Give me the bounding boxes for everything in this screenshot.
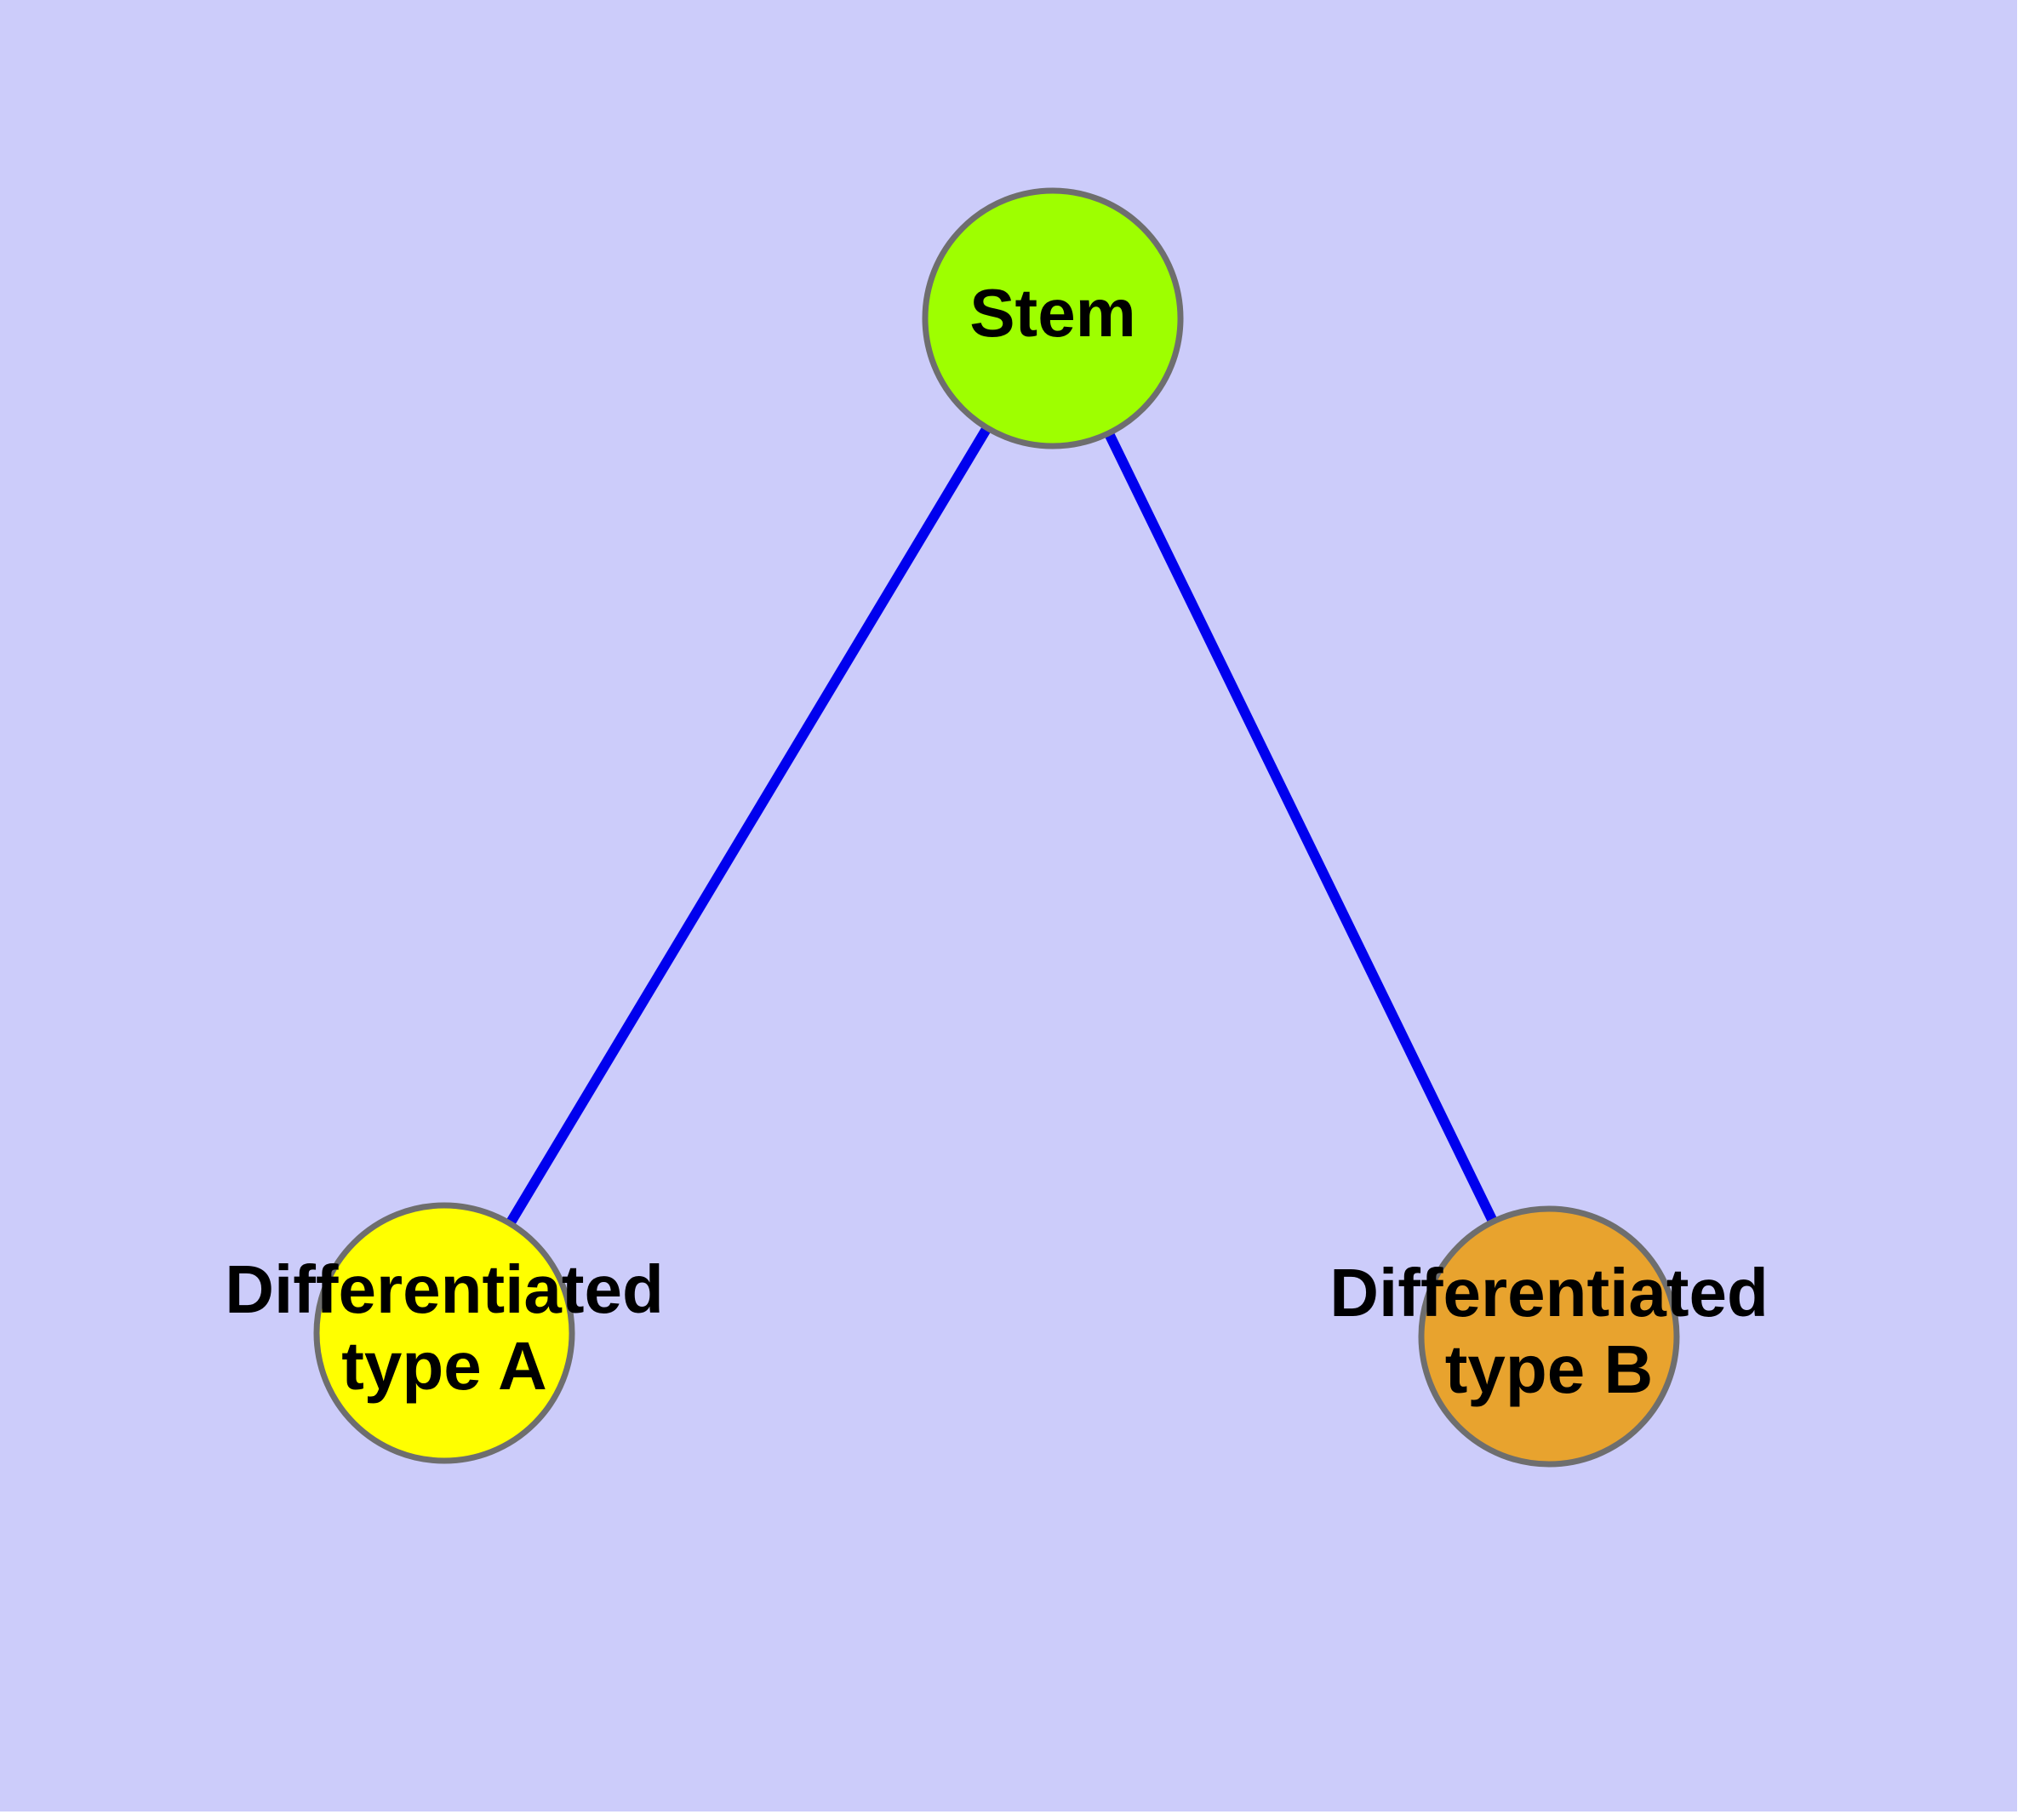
edge-stem-to-diff_a[interactable]	[503, 422, 994, 1229]
node-label-line: Stem	[969, 275, 1136, 351]
edges-group	[503, 422, 1500, 1229]
node-label-line: type B	[1445, 1331, 1654, 1407]
node-label-stem: Stem	[969, 275, 1136, 351]
node-label-line: Differentiated	[1329, 1255, 1769, 1331]
node-label-line: type A	[341, 1328, 547, 1404]
node-label-line: Differentiated	[225, 1251, 664, 1327]
node-circle-diff_b[interactable]	[1418, 1205, 1680, 1468]
node-stem[interactable]: Stem	[922, 187, 1184, 449]
node-circle-diff_a[interactable]	[313, 1202, 575, 1464]
edge-stem-to-diff_b[interactable]	[1102, 427, 1500, 1228]
node-circle-stem[interactable]	[922, 187, 1184, 449]
